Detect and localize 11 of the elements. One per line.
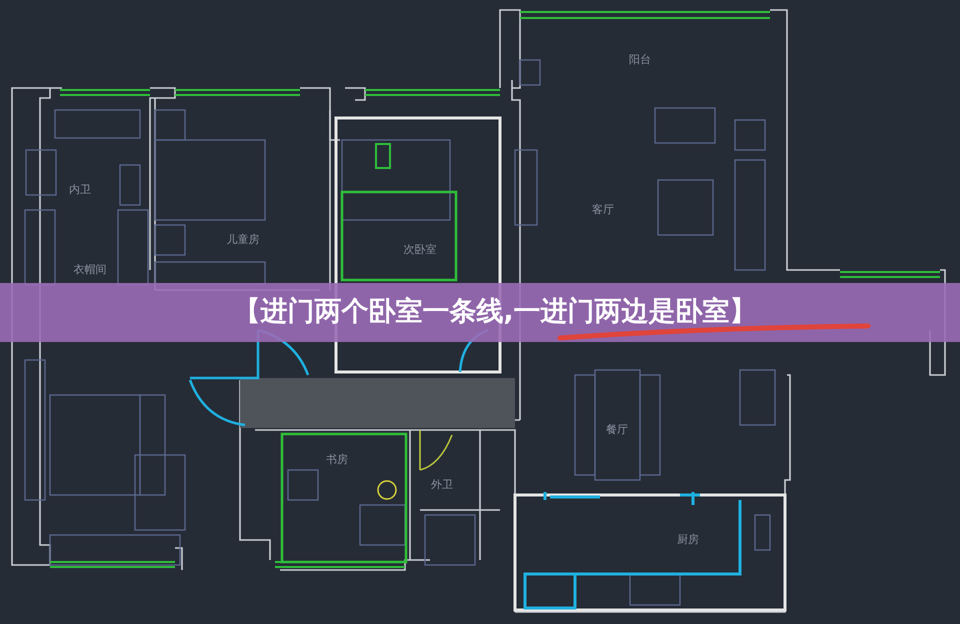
room-label: 客厅: [592, 202, 614, 218]
room-label: 书房: [326, 452, 348, 468]
room-label: 衣帽间: [74, 262, 106, 278]
room-label: 餐厅: [606, 422, 628, 438]
room-label: 次卧室: [404, 242, 436, 258]
title: 【进门两个卧室一条线,一进门两边是卧室】: [233, 295, 757, 330]
room-label: 内卫: [69, 182, 91, 198]
room-label: 儿童房: [226, 232, 260, 248]
room-label: 外卫: [431, 476, 453, 493]
room-label: 厨房: [677, 532, 699, 548]
room-label: 阳台: [629, 52, 651, 68]
